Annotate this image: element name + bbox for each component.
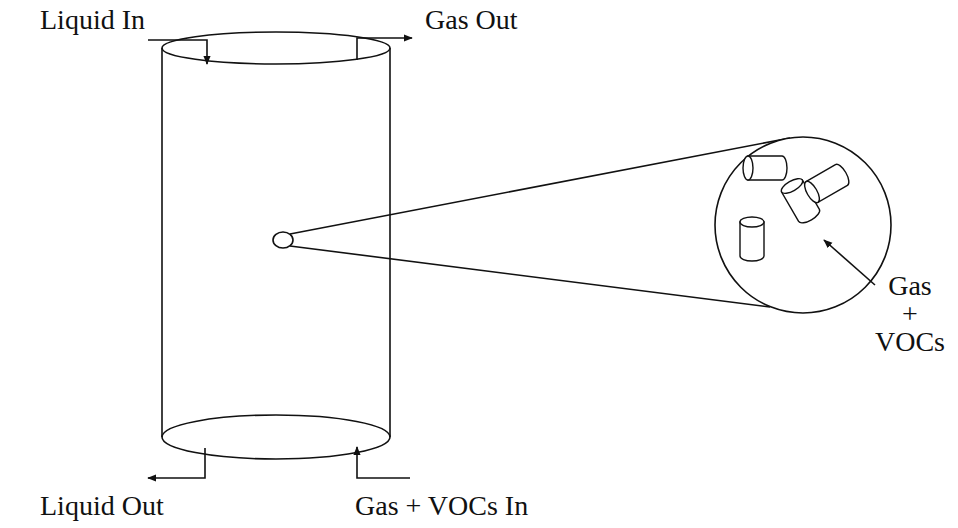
column-wall <box>389 48 391 437</box>
column-wall <box>161 48 163 437</box>
stream-label: Gas Out <box>425 4 518 36</box>
column-top <box>162 32 390 64</box>
liquid-out-arrow <box>148 448 205 478</box>
stream-label: Gas + VOCs In <box>355 490 528 522</box>
packing-ring <box>740 217 764 261</box>
magnified-view <box>715 137 891 313</box>
callout-label: Gas + VOCs <box>866 272 954 356</box>
liquid-in-arrow <box>148 40 207 64</box>
detail-spot <box>273 232 293 248</box>
callout-arrow <box>824 240 875 285</box>
stream-label: Liquid Out <box>40 490 164 522</box>
stream-label: Liquid In <box>40 4 145 36</box>
magnifier-line <box>290 246 770 307</box>
column-bottom <box>162 415 390 459</box>
gas-out-arrow <box>357 38 412 60</box>
packing-ring <box>743 156 787 180</box>
packing-rings <box>740 156 852 261</box>
packing-ring <box>802 162 852 205</box>
gas-in-arrow <box>357 447 410 478</box>
